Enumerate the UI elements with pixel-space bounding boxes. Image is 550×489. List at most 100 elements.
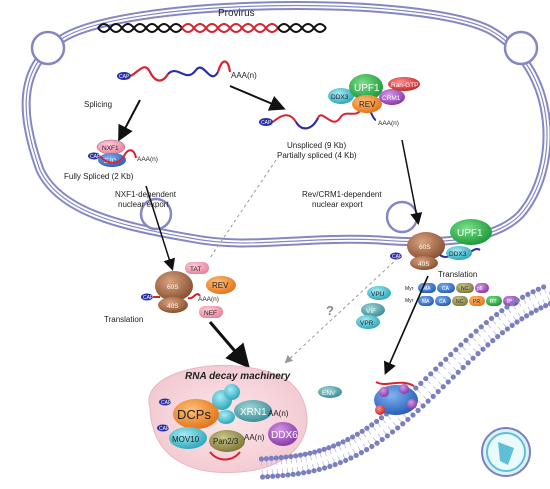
lipid-head bbox=[499, 330, 506, 336]
lipid-head bbox=[369, 443, 375, 450]
lipid-head bbox=[445, 379, 451, 385]
lipid-head bbox=[494, 311, 500, 318]
cap-label: CAP bbox=[261, 120, 272, 126]
polyA-label: AAA(n) bbox=[198, 296, 219, 303]
gagpol-in bbox=[503, 296, 519, 306]
crm1-protein bbox=[379, 89, 405, 105]
gagpol-ma bbox=[418, 296, 434, 306]
lipid-head bbox=[345, 436, 351, 443]
lipid-head bbox=[478, 324, 484, 330]
pan23-protein bbox=[209, 430, 245, 452]
xrn1-protein bbox=[234, 400, 272, 422]
gagpol-nc-label: NC bbox=[456, 299, 464, 305]
rev-label: REV bbox=[212, 281, 229, 290]
lipid-head bbox=[519, 316, 525, 322]
dashed-link bbox=[209, 159, 277, 259]
lipid-head bbox=[340, 439, 346, 445]
nxf1-export-label-2: nuclear export bbox=[118, 200, 169, 209]
lipid-head bbox=[528, 310, 534, 316]
lipid-head bbox=[278, 454, 284, 461]
lipid-head bbox=[349, 434, 356, 440]
lipid-head bbox=[410, 412, 416, 418]
lipid-head bbox=[428, 371, 434, 377]
lipid-head bbox=[359, 428, 365, 434]
lipid-head bbox=[384, 433, 390, 439]
rev-protein bbox=[206, 276, 236, 294]
lipid-head bbox=[463, 337, 469, 343]
lipid-head bbox=[533, 307, 539, 313]
rna-decay-machinery: RNA decay machinery DCPs XRN1 DDX6 MOV10… bbox=[148, 364, 308, 474]
translation-left-label: Translation bbox=[104, 315, 143, 324]
gagpol-pr-label: PR bbox=[473, 299, 480, 305]
upf1-protein bbox=[450, 219, 492, 245]
lipid-head bbox=[300, 470, 307, 476]
lipid-head bbox=[354, 431, 360, 437]
lipid-head bbox=[258, 456, 265, 462]
gag-ca bbox=[437, 283, 455, 293]
lipid-head bbox=[275, 473, 281, 479]
upf1-protein bbox=[349, 74, 383, 100]
lipid-head bbox=[332, 461, 338, 468]
lipid-head bbox=[288, 453, 294, 460]
lipid-head bbox=[423, 376, 429, 382]
lipid-head bbox=[547, 301, 550, 307]
lipid-head bbox=[420, 403, 426, 409]
gagpol-ma-label: MA bbox=[422, 299, 430, 305]
ribosome-60s bbox=[155, 271, 193, 301]
lipid-head bbox=[283, 454, 289, 460]
ddx6-label: DDX6 bbox=[271, 430, 298, 441]
assembly-arrow bbox=[383, 275, 429, 375]
provirus-dna: Provirus bbox=[97, 8, 327, 33]
lipid-head bbox=[379, 436, 385, 443]
genomic-rna: CAP AAA(n) bbox=[117, 60, 257, 82]
ribosome-60s-label: 60S bbox=[419, 244, 431, 251]
lipid-head bbox=[302, 451, 308, 457]
lipid-head bbox=[374, 440, 380, 446]
lipid-head bbox=[321, 446, 327, 452]
fully-spliced-mrna: NXF1 EJC CAP AAA(n) Fully Spliced (2 Kb) bbox=[64, 139, 158, 181]
gagpol-rt-label: RT bbox=[490, 299, 497, 305]
nef-label: NEF bbox=[204, 310, 217, 317]
lipid-head bbox=[415, 407, 421, 414]
lipid-head bbox=[326, 445, 332, 451]
lipid-head bbox=[448, 351, 454, 358]
provirus-label: Provirus bbox=[218, 8, 255, 19]
cap-label: CAP bbox=[392, 254, 403, 260]
vpr-protein bbox=[356, 315, 380, 329]
lipid-head bbox=[358, 450, 365, 456]
lipid-head bbox=[438, 361, 444, 367]
translation-right: 60S 40S CAP UPF1 DDX3 Translation bbox=[390, 219, 492, 279]
ejc-protein bbox=[98, 153, 126, 167]
gag-ca-label: CA bbox=[442, 286, 450, 292]
lipid-head bbox=[435, 388, 441, 395]
lipid-head bbox=[259, 474, 266, 480]
lipid-head bbox=[335, 441, 341, 447]
lipid-head bbox=[504, 326, 510, 332]
lipid-head bbox=[306, 469, 312, 475]
lipid-head bbox=[331, 443, 337, 449]
decay-polyA-2: AA(n) bbox=[244, 433, 265, 442]
gag-nc bbox=[456, 283, 474, 293]
lipid-head bbox=[348, 455, 354, 461]
lipid-head bbox=[389, 429, 396, 435]
lipid-head bbox=[293, 453, 299, 459]
dashed-decay-arrow bbox=[284, 257, 399, 364]
lipid-head bbox=[443, 356, 449, 362]
ddx3-protein bbox=[446, 246, 472, 260]
unspliced-label-1: Unspliced (9 Kb) bbox=[287, 141, 346, 150]
decay-title: RNA decay machinery bbox=[185, 371, 291, 382]
ddx3-label: DDX3 bbox=[449, 251, 467, 258]
dcps-protein bbox=[173, 399, 219, 429]
lipid-head bbox=[425, 398, 431, 404]
fully-spliced-label: Fully Spliced (2 Kb) bbox=[64, 172, 134, 181]
gag-polyprotein: Myr MA CA NC p6 bbox=[405, 283, 489, 293]
lipid-head bbox=[514, 297, 520, 303]
nxf1-export-arrow bbox=[145, 185, 175, 271]
crm1-label: CRM1 bbox=[382, 95, 401, 102]
lipid-head bbox=[270, 473, 276, 479]
nxf1-export-label-1: NXF1-dependent bbox=[115, 190, 177, 199]
pan23-label: Pan2/3 bbox=[213, 437, 239, 446]
gag-p6-label: p6 bbox=[477, 286, 483, 292]
lipid-head bbox=[524, 313, 530, 319]
